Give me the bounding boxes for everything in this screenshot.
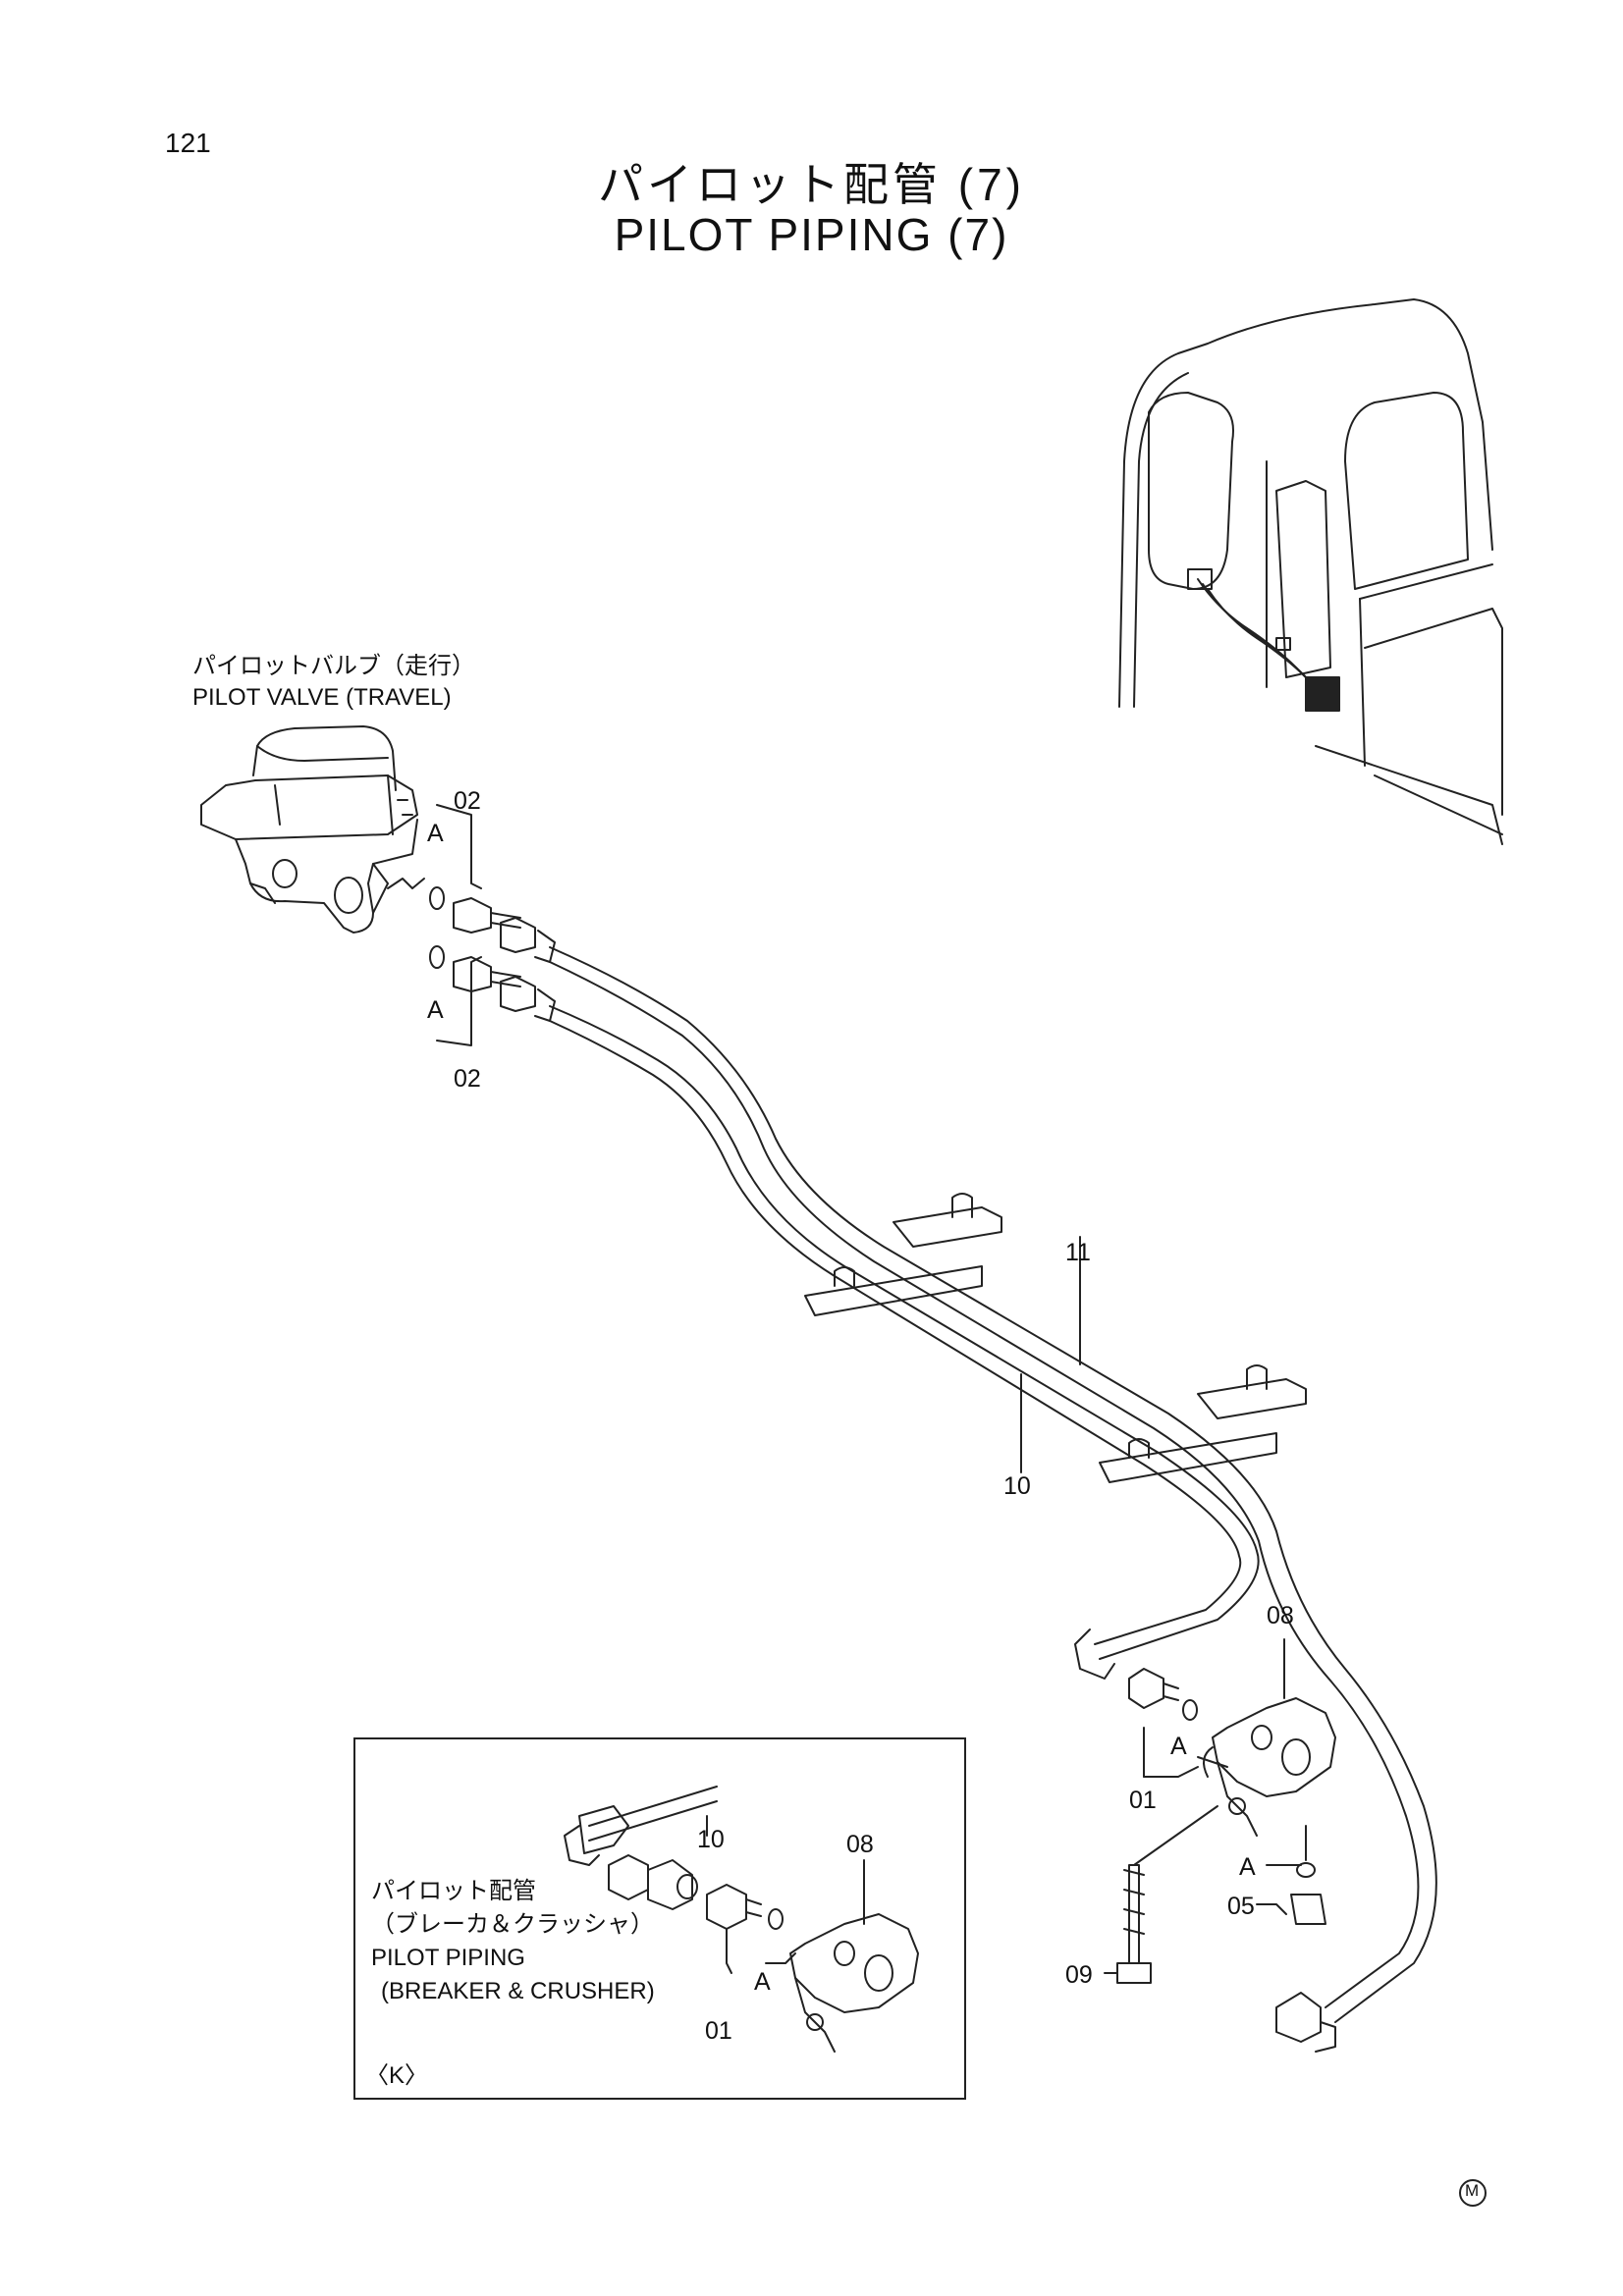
callout-a-bottom: A xyxy=(427,996,444,1024)
frame-clamps xyxy=(804,1193,1307,1483)
operator-cab-illustration xyxy=(1118,298,1503,845)
inset-callout-a: A xyxy=(754,1968,771,1996)
page-number: 121 xyxy=(165,128,211,158)
callout-a-top: A xyxy=(427,820,444,847)
fittings-left xyxy=(429,886,556,1022)
pilot-valve-label-jp: パイロットバルブ（走行） xyxy=(192,653,475,679)
hose-assemblies xyxy=(549,946,1437,2023)
callout-a-right2: A xyxy=(1239,1853,1256,1881)
inset-callout-10: 10 xyxy=(697,1826,725,1853)
callout-11: 11 xyxy=(1065,1239,1091,1266)
inset-label-jp-2: （ブレーカ＆クラッシャ） xyxy=(371,1911,654,1938)
right-fittings xyxy=(1020,1236,1336,2053)
footer-mark-letter: M xyxy=(1465,2181,1480,2200)
pilot-valve-illustration xyxy=(200,725,418,934)
inset-panel-k xyxy=(353,1737,966,2100)
callout-08: 08 xyxy=(1267,1602,1294,1629)
callout-a-right1: A xyxy=(1170,1733,1187,1760)
inset-label-en-1: PILOT PIPING xyxy=(371,1945,525,1971)
callout-09: 09 xyxy=(1065,1961,1093,1989)
inset-label-en-2: (BREAKER & CRUSHER) xyxy=(381,1978,655,2004)
footer-mark-circle xyxy=(1459,2179,1487,2207)
inset-tag-k: 〈K〉 xyxy=(365,2062,429,2089)
callout-02-bottom: 02 xyxy=(454,1065,481,1093)
inset-callout-08: 08 xyxy=(846,1831,874,1858)
pilot-valve-label-en: PILOT VALVE (TRAVEL) xyxy=(192,684,452,711)
inset-callout-01: 01 xyxy=(705,2017,732,2045)
inset-illustration xyxy=(564,1786,919,2053)
callout-01: 01 xyxy=(1129,1787,1157,1814)
callout-10: 10 xyxy=(1003,1472,1031,1500)
title-english: PILOT PIPING (7) xyxy=(614,209,1009,260)
callout-05: 05 xyxy=(1227,1893,1255,1920)
inset-label-jp-1: パイロット配管 xyxy=(371,1878,536,1904)
callout-02-top: 02 xyxy=(454,787,481,815)
title-japanese: パイロット配管 (7) xyxy=(598,159,1025,210)
